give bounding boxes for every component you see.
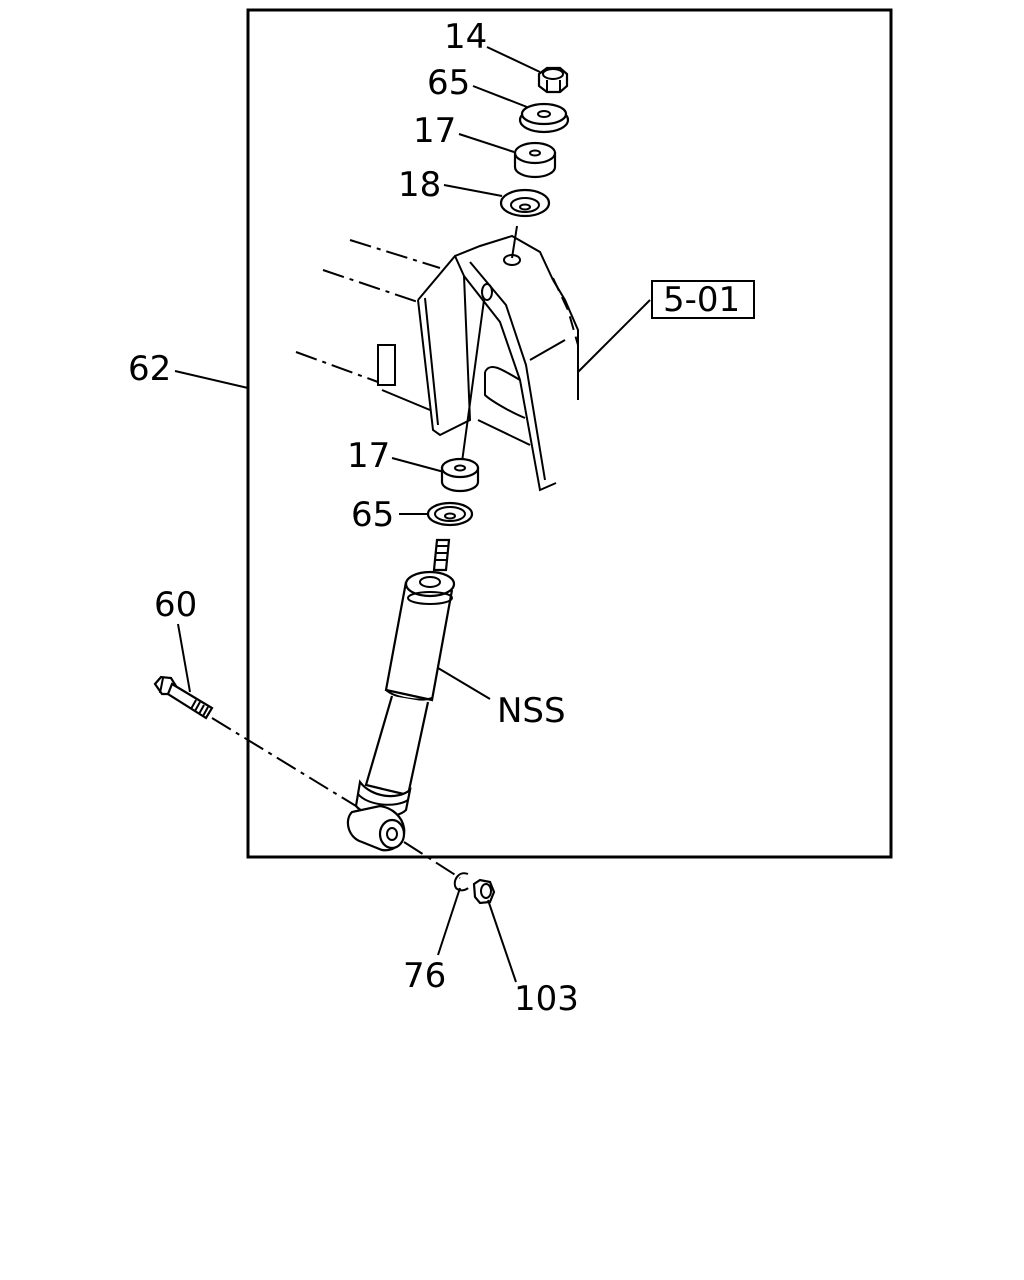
reference-box-5-01 — [651, 280, 755, 319]
part-65-washer-top — [518, 102, 570, 134]
frame-bracket — [295, 234, 579, 492]
part-18-retainer — [499, 188, 551, 218]
group-frame — [246, 8, 893, 859]
callout-62: 62 — [128, 349, 171, 389]
part-17-bushing-top — [513, 141, 557, 179]
callout-60: 60 — [154, 585, 197, 625]
callout-17-top: 17 — [413, 111, 456, 151]
shock-absorber — [346, 538, 456, 852]
callout-76: 76 — [403, 956, 446, 996]
callout-14: 14 — [444, 17, 487, 57]
callout-103: 103 — [514, 979, 579, 1019]
callout-65-bottom: 65 — [351, 495, 394, 535]
callout-18: 18 — [398, 165, 441, 205]
part-65-washer-bottom — [426, 501, 474, 527]
part-76-washer — [453, 872, 469, 892]
callout-65-top: 65 — [427, 63, 470, 103]
part-14-nut — [537, 66, 569, 94]
part-17-bushing-bottom — [440, 457, 480, 493]
callout-5-01: 5-01 — [663, 280, 740, 320]
callout-nss: NSS — [497, 691, 566, 731]
part-103-nut — [472, 878, 496, 905]
part-60-bolt — [153, 675, 214, 720]
callout-17-bottom: 17 — [347, 436, 390, 476]
